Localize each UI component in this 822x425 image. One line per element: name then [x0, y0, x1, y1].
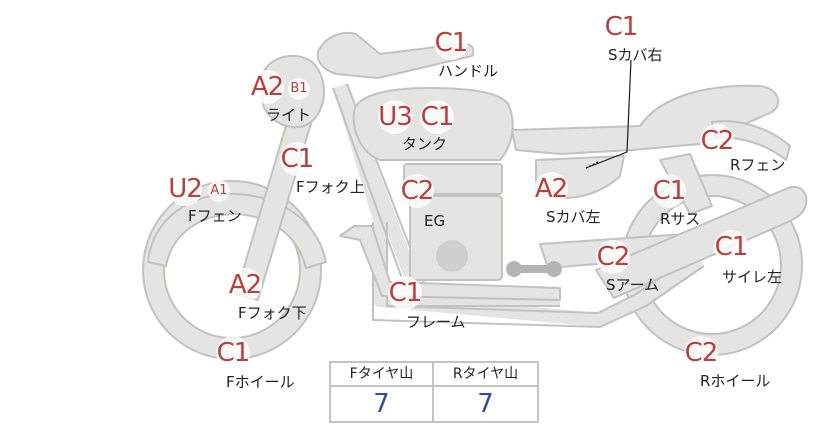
seat-shape: [511, 84, 780, 155]
front-tire-header: Fタイヤ山: [331, 363, 434, 387]
f-wheel-grade: C1: [216, 336, 250, 370]
s-cover-r-grade: C1: [604, 10, 638, 44]
muffler-l-label: サイレ左: [722, 268, 783, 286]
s-cover-r-label: Sカバ右: [608, 46, 663, 64]
rear-tire-header: Rタイヤ山: [434, 363, 537, 387]
f-fork-low-grade: A2: [228, 268, 262, 302]
engine-grade: C2: [400, 174, 434, 208]
r-wheel-label: Rホイール: [700, 372, 771, 390]
s-cover-l-label: Sカバ左: [546, 208, 601, 226]
tank-grade-primary: U3: [378, 100, 413, 134]
light-grade-primary: A2: [250, 70, 284, 104]
r-suspension-label: Rサス: [660, 210, 701, 228]
engine-body-shape: [409, 195, 503, 281]
tire-tread-table: Fタイヤ山 Rタイヤ山 7 7: [329, 361, 539, 423]
handlebar-shape: [316, 32, 475, 79]
f-fender-label: Fフェン: [188, 207, 242, 225]
light-label: ライト: [266, 106, 312, 124]
handle-grade: C1: [434, 26, 468, 60]
front-tire-value: 7: [331, 387, 434, 421]
footpeg-shape: [506, 261, 562, 277]
r-fender-grade: C2: [700, 124, 734, 158]
s-cover-l-grade: A2: [534, 172, 568, 206]
f-fork-up-label: Fフォク上: [296, 178, 365, 196]
tank-label: タンク: [402, 135, 448, 153]
r-wheel-grade: C2: [684, 336, 718, 370]
engine-cover-shape: [436, 240, 468, 272]
s-arm-label: Sアーム: [606, 276, 660, 294]
engine-label: EG: [424, 212, 446, 230]
frame-grade: C1: [388, 276, 422, 310]
f-fender-grade-secondary: A1: [208, 180, 230, 202]
light-grade-secondary: B1: [288, 78, 310, 100]
f-fork-up-grade: C1: [280, 142, 314, 176]
handle-label: ハンドル: [438, 62, 499, 80]
exhaust-shape: [339, 225, 561, 301]
f-fork-low-label: Fフォク下: [238, 304, 307, 322]
tank-grade-secondary: C1: [420, 100, 454, 134]
rear-tire-value: 7: [477, 389, 494, 419]
r-fender-label: Rフェン: [730, 156, 786, 174]
muffler-shape: [595, 186, 808, 299]
s-arm-grade: C2: [596, 240, 630, 274]
r-suspension-grade: C1: [652, 174, 686, 208]
frame-label: フレーム: [406, 313, 466, 331]
f-wheel-label: Fホイール: [226, 373, 295, 391]
s-cover-r-leader: [585, 59, 632, 169]
muffler-l-grade: C1: [714, 230, 748, 264]
f-fender-grade-primary: U2: [168, 172, 203, 206]
